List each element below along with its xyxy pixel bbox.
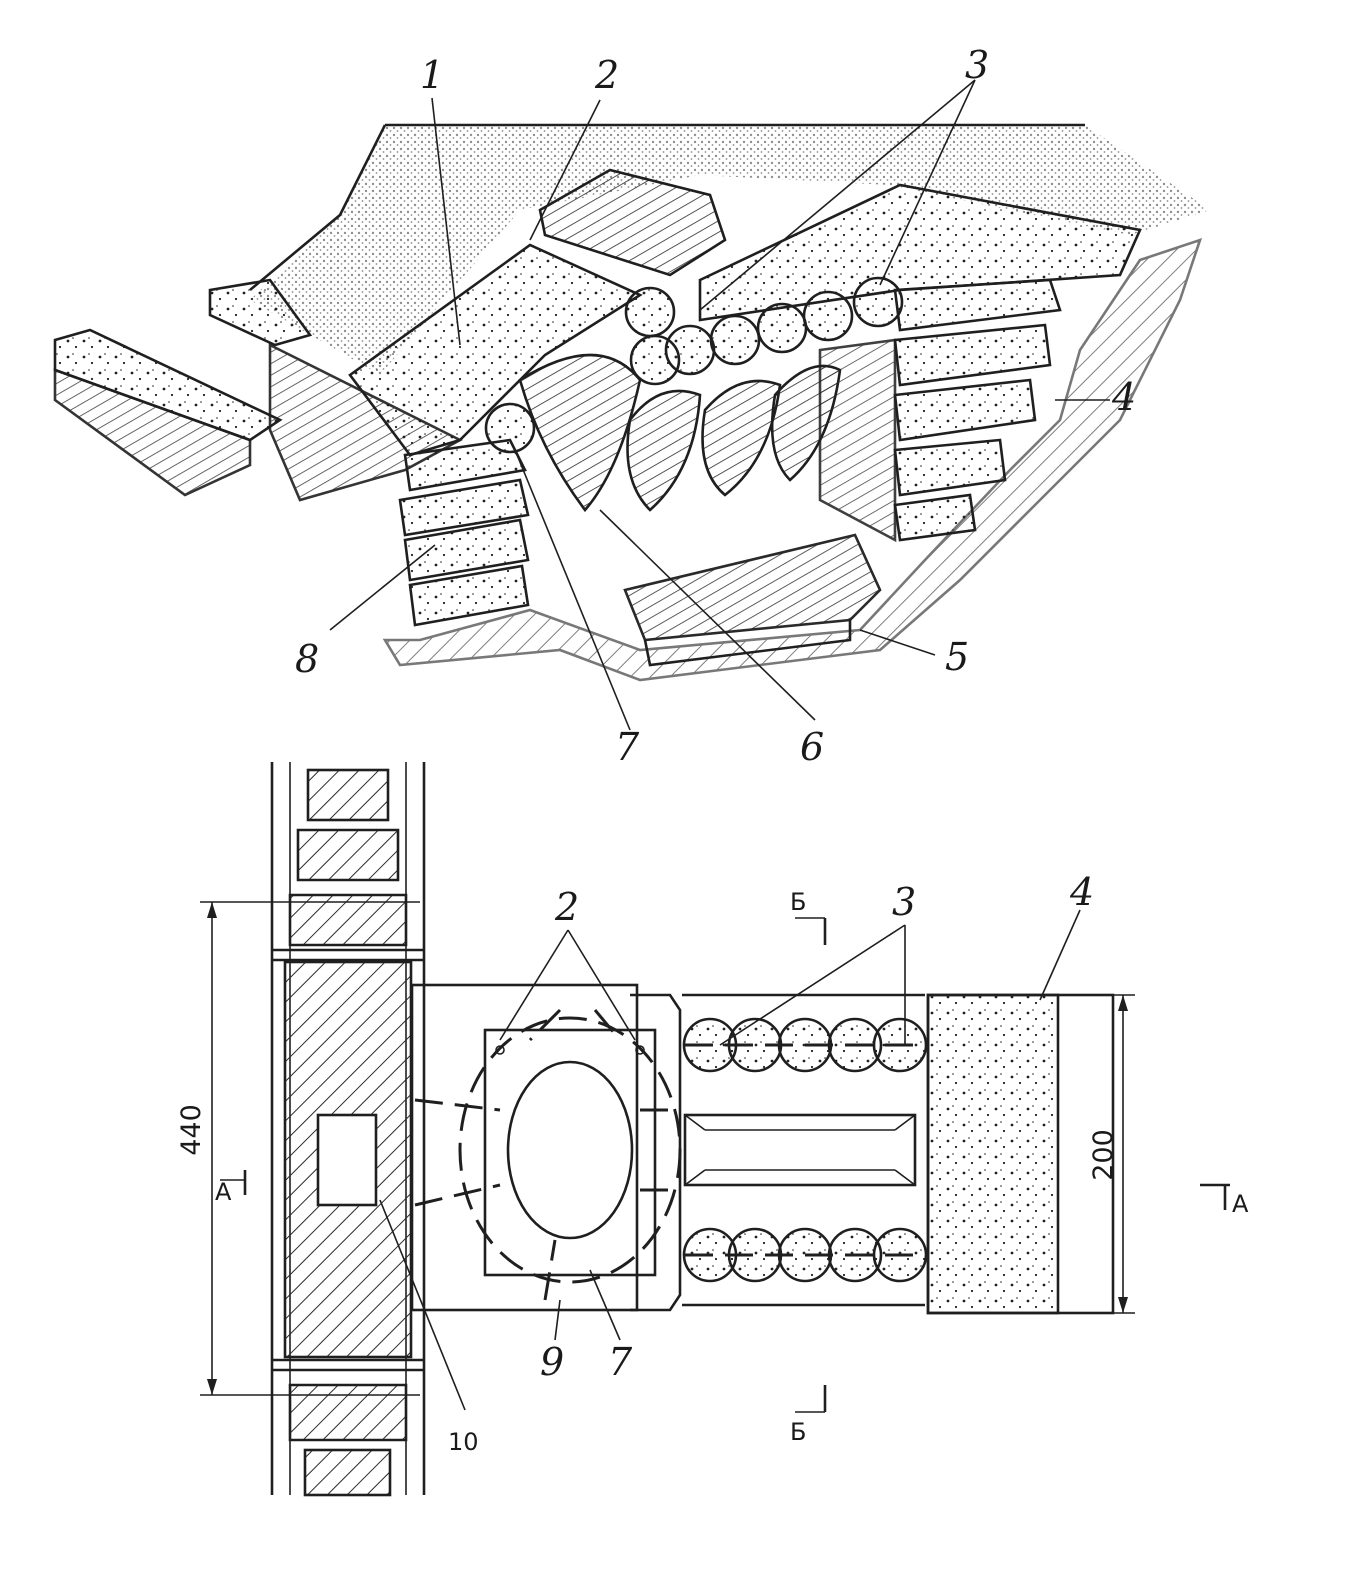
block-10: [316, 1113, 378, 1207]
dimension-200: 200: [1088, 994, 1135, 1314]
label-6: 6: [800, 725, 824, 769]
soil-surface: [250, 125, 1210, 375]
right-deck: [698, 183, 1142, 322]
plan-label-2: 2: [554, 885, 579, 929]
sill-5: [623, 533, 882, 642]
plan-label-9: 9: [540, 1340, 564, 1384]
plan-label-3: 3: [892, 880, 916, 924]
perspective-leaders: [329, 79, 1110, 731]
dimension-440: 440: [176, 901, 420, 1396]
plan-leaders: [379, 909, 1081, 1411]
plan-label-10: 10: [448, 1428, 479, 1456]
fascines-6: [518, 353, 842, 513]
left-crib-8: [398, 402, 536, 627]
section-marks: Б Б А А: [215, 888, 1249, 1446]
plan-label-7: 7: [608, 1340, 633, 1384]
label-2: 2: [594, 53, 619, 97]
road-band: [270, 762, 426, 1497]
label-7: 7: [615, 725, 640, 769]
top-block-2: [538, 168, 727, 277]
dim-440: 440: [176, 1104, 207, 1156]
section-b-top: Б: [790, 888, 806, 916]
dim-200: 200: [1088, 1129, 1119, 1181]
plan-view: 440 200 Б Б А А: [176, 762, 1249, 1497]
perspective-view: 1 2 3 4 5 6 7 8: [53, 43, 1210, 769]
concrete-block-4: [926, 993, 1060, 1315]
label-4: 4: [1111, 375, 1136, 419]
section-b-bottom: Б: [790, 1418, 806, 1446]
label-8: 8: [295, 637, 319, 681]
label-5: 5: [945, 635, 969, 679]
section-a-right: А: [1232, 1190, 1249, 1218]
plan-logs: [682, 993, 928, 1307]
label-1: 1: [420, 53, 444, 97]
section-a-left: А: [215, 1178, 232, 1206]
label-3: 3: [965, 43, 989, 87]
logs-row-3: [624, 276, 904, 386]
plan-label-4: 4: [1069, 870, 1094, 914]
central-frame: [410, 983, 682, 1312]
